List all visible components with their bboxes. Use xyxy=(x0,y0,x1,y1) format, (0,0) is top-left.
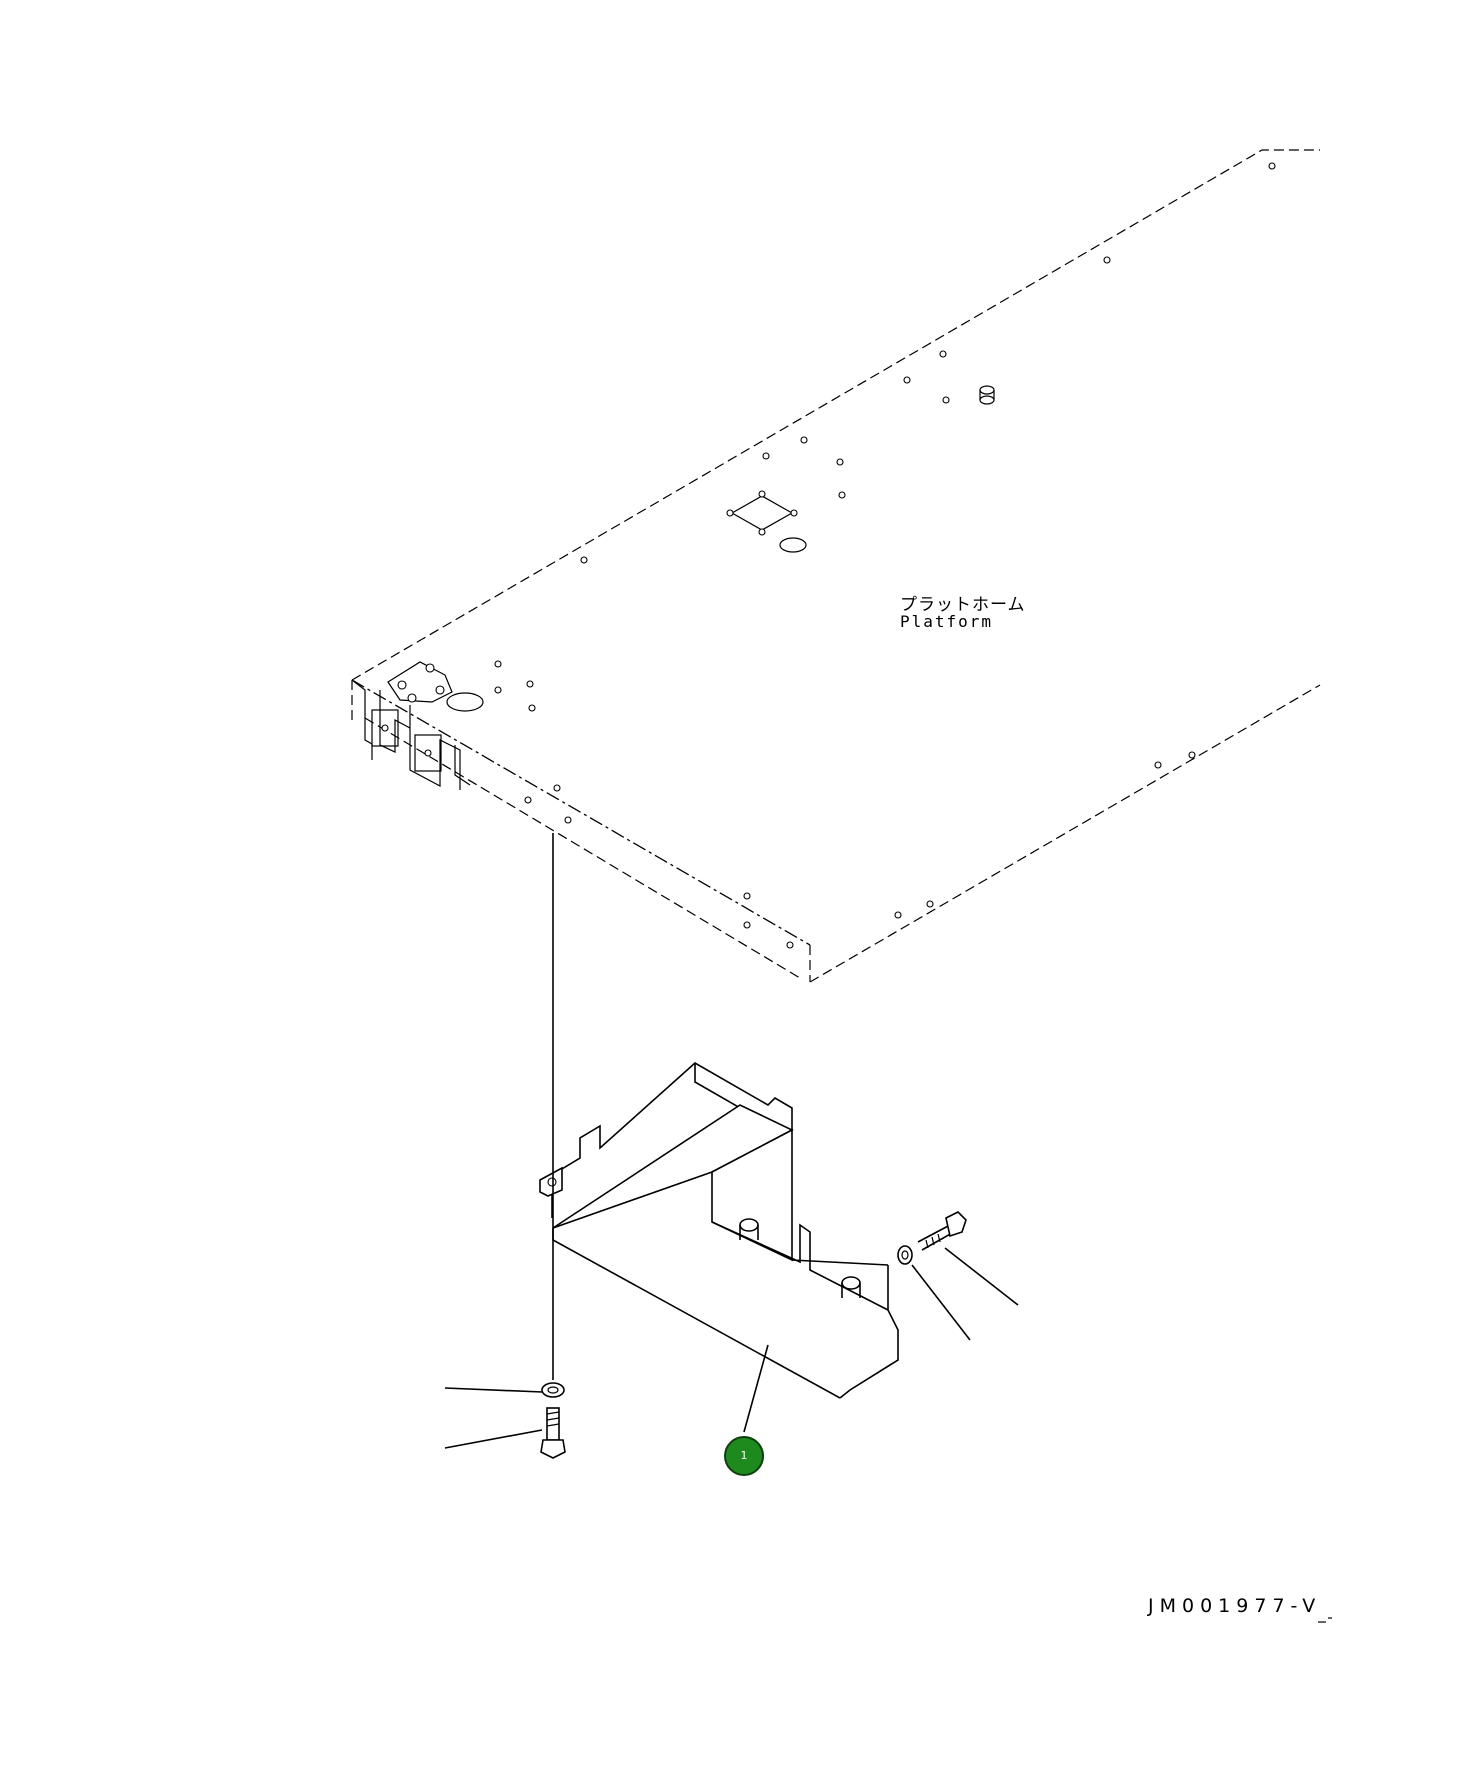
callout-leader xyxy=(743,1344,769,1433)
callout-1[interactable]: 1 xyxy=(724,1436,764,1476)
fasteners-left xyxy=(444,833,566,1459)
platform-part xyxy=(351,149,1321,983)
fasteners-right xyxy=(897,1211,1019,1341)
document-id: JM001977-V xyxy=(1148,1595,1322,1617)
platform-label-en: Platform xyxy=(900,612,994,631)
platform-label-jp: プラットホーム xyxy=(900,595,1026,615)
cover-part xyxy=(539,1062,899,1399)
